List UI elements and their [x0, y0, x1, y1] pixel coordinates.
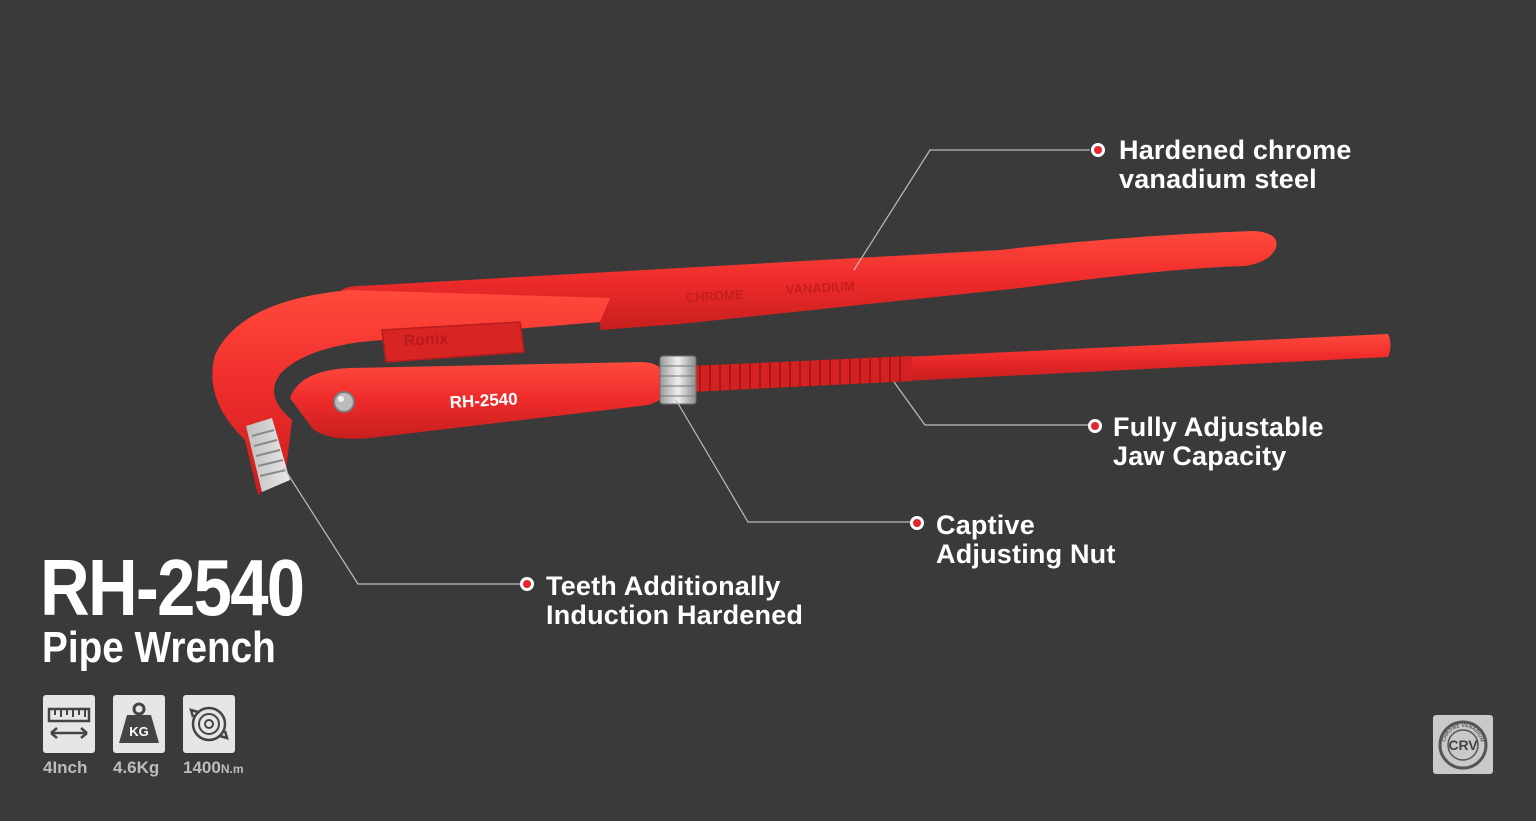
- ruler-icon: [43, 695, 95, 753]
- leader-line-jaw: [893, 381, 1088, 426]
- callout-dots: [520, 143, 1105, 591]
- spec-weight-value: 4.6K: [113, 758, 149, 777]
- callout-teeth: Teeth Additionally Induction Hardened: [546, 572, 803, 630]
- callout-nut: Captive Adjusting Nut: [936, 511, 1116, 569]
- callout-steel: Hardened chrome vanadium steel: [1119, 136, 1352, 194]
- callout-nut-line2: Adjusting Nut: [936, 539, 1116, 569]
- spec-length: 4Inch: [43, 757, 87, 780]
- callout-steel-line2: vanadium steel: [1119, 164, 1317, 194]
- product-name: Pipe Wrench: [42, 623, 276, 672]
- callout-steel-line1: Hardened chrome: [1119, 135, 1352, 165]
- teeth-serrations: [251, 429, 287, 477]
- weight-icon: KG: [113, 695, 165, 753]
- product-model: RH-2540: [40, 543, 305, 632]
- hook-jaw: [212, 290, 611, 495]
- weight-icon-text: KG: [129, 724, 149, 739]
- badge-text: CRV: [1448, 737, 1478, 753]
- torque-icon: [183, 695, 235, 753]
- spec-torque-value: 1400: [183, 758, 221, 777]
- spec-weight: 4.6Kg: [113, 757, 159, 779]
- embossed-panel: [381, 321, 525, 363]
- callout-jaw-line1: Fully Adjustable: [1113, 412, 1324, 442]
- upper-handle: [340, 231, 1277, 330]
- spec-torque-unit: N.m: [220, 762, 244, 776]
- leader-lines: [283, 149, 1090, 585]
- adjusting-nut: [659, 355, 697, 405]
- crv-badge-icon: CHROME VANADIUM CRV: [1433, 715, 1493, 774]
- screw-threads: [699, 356, 901, 392]
- stamp-model: RH-2540: [449, 389, 518, 412]
- callout-nut-line1: Captive: [936, 510, 1035, 540]
- lower-jaw-body: [290, 362, 664, 439]
- leader-line-nut: [675, 399, 910, 523]
- spec-torque: 1400N.m: [183, 757, 244, 780]
- lower-handle-rod: [905, 334, 1391, 381]
- callout-jaw-line2: Jaw Capacity: [1113, 441, 1287, 471]
- callout-teeth-line1: Teeth Additionally: [546, 571, 781, 601]
- stamp-vanadium: VANADIUM: [785, 278, 855, 297]
- spec-weight-unit: g: [148, 758, 160, 777]
- callout-jaw: Fully Adjustable Jaw Capacity: [1113, 413, 1324, 471]
- callout-teeth-line2: Induction Hardened: [546, 600, 804, 630]
- leader-line-steel: [853, 149, 1090, 271]
- leader-line-teeth: [283, 467, 520, 585]
- stamp-brand: Ronix: [403, 331, 448, 350]
- jaw-teeth: [246, 418, 290, 492]
- stamp-chrome: CHROME: [685, 287, 744, 305]
- spec-length-value: 4Inch: [43, 758, 88, 777]
- pivot-pin: [333, 391, 355, 413]
